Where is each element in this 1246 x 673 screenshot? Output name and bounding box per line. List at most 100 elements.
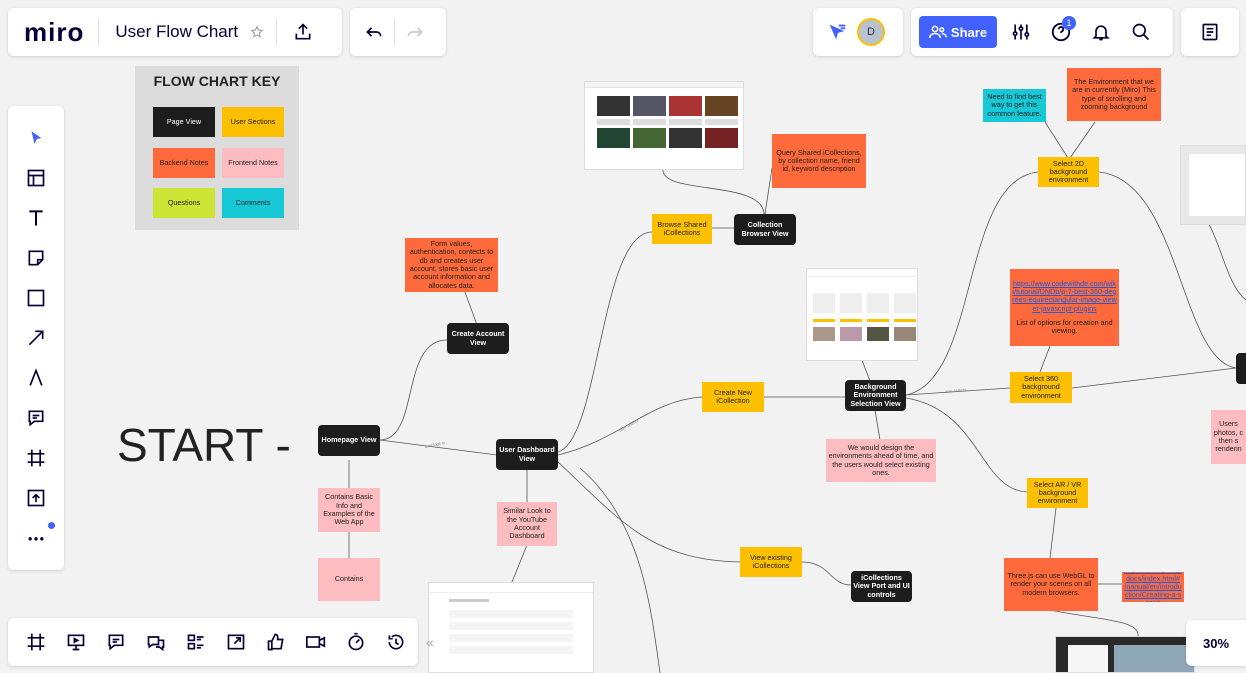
more-icon[interactable] xyxy=(16,518,56,558)
threejs-link[interactable]: https://threejs.org/docs/index.html#manu… xyxy=(1124,572,1182,602)
search-icon[interactable] xyxy=(1121,12,1161,52)
connector xyxy=(764,167,773,215)
360-viewer-link[interactable]: https://www.codewithdtr.com/wiki/tutoria… xyxy=(1012,278,1117,313)
need-to-find-comment[interactable]: Need to find best way to get this common… xyxy=(983,89,1046,122)
connector xyxy=(905,171,1039,396)
collection-browser-view-node[interactable]: Collection Browser View xyxy=(734,214,796,245)
create-account-view-node[interactable]: Create Account View xyxy=(447,323,509,354)
connector xyxy=(1098,171,1237,369)
contains-basic-info-note[interactable]: Contains Basic Info and Examples of the … xyxy=(318,488,380,532)
zoom-level[interactable]: 30% xyxy=(1202,635,1230,651)
video-icon[interactable] xyxy=(296,622,336,662)
header-divider xyxy=(98,20,100,44)
sticky-note-icon[interactable] xyxy=(16,238,56,278)
voting-icon[interactable] xyxy=(256,622,296,662)
follow-cursor-icon[interactable] xyxy=(817,12,857,52)
star-icon[interactable] xyxy=(248,23,266,41)
connector xyxy=(1049,609,1139,637)
similar-look-note[interactable]: Similar Look to the YouTube Account Dash… xyxy=(497,502,557,546)
connector xyxy=(464,291,478,326)
export-icon[interactable] xyxy=(283,12,323,52)
partial-page-view-node[interactable] xyxy=(1236,353,1246,384)
edge-label: user selects xyxy=(618,418,639,433)
view-existing-node[interactable]: View existing iCollections xyxy=(740,547,802,577)
youtube-grid-screenshot[interactable] xyxy=(584,81,744,170)
select-2d-node[interactable]: Select 2D background environment xyxy=(1038,157,1099,187)
avatar[interactable]: D xyxy=(857,18,885,46)
query-shared-note[interactable]: Query Shared iCollections, by collection… xyxy=(772,134,866,188)
main-actions-bar: Share 1 xyxy=(911,8,1173,56)
notes-list-icon[interactable] xyxy=(1190,12,1230,52)
zoom-control: 30% xyxy=(1186,620,1246,666)
key-user-sections[interactable]: User Sections xyxy=(222,107,284,137)
select-360-node[interactable]: Select 360 background environment xyxy=(1010,372,1072,403)
bell-icon[interactable] xyxy=(1081,12,1121,52)
create-new-icollection-node[interactable]: Create New iCollection xyxy=(702,382,764,412)
shape-icon[interactable] xyxy=(16,278,56,318)
environment-note[interactable]: The Environment that we are in currently… xyxy=(1067,68,1161,121)
share-screen-icon[interactable] xyxy=(216,622,256,662)
miro-logo[interactable]: miro xyxy=(24,17,85,47)
board-header: miro User Flow Chart xyxy=(8,8,342,56)
key-page-view[interactable]: Page View xyxy=(153,107,215,137)
360-options-note[interactable]: https://www.codewithdtr.com/wiki/tutoria… xyxy=(1010,269,1119,346)
undo-icon[interactable] xyxy=(354,12,394,52)
threejs-screenshot[interactable] xyxy=(1055,636,1195,673)
frame-icon[interactable] xyxy=(16,438,56,478)
undo-redo-bar xyxy=(350,8,446,56)
connector xyxy=(905,397,1028,493)
environment-gallery-screenshot[interactable] xyxy=(806,268,918,361)
form-values-note[interactable]: Form values, authentication, contects to… xyxy=(405,238,498,292)
contains-note[interactable]: Contains xyxy=(318,558,380,601)
start-label[interactable]: START - xyxy=(117,419,291,471)
connector xyxy=(1069,121,1096,159)
template-icon[interactable] xyxy=(16,158,56,198)
users-photos-note-partial[interactable]: Users photos, c then s renderin xyxy=(1211,410,1246,464)
select-arvr-node[interactable]: Select AR / VR background environment xyxy=(1027,478,1088,508)
key-comments[interactable]: Comments xyxy=(222,188,284,218)
threejs-link-note[interactable]: https://threejs.org/docs/index.html#manu… xyxy=(1122,572,1184,602)
collapse-toolbar-icon[interactable]: « xyxy=(426,634,434,650)
redo-icon[interactable] xyxy=(395,12,435,52)
connector xyxy=(557,396,703,456)
background-env-selection-node[interactable]: Background Environment Selection View xyxy=(845,380,906,411)
help-icon[interactable]: 1 xyxy=(1041,12,1081,52)
cards-icon[interactable] xyxy=(176,622,216,662)
user-dashboard-view-node[interactable]: User Dashboard View xyxy=(496,439,558,470)
connector xyxy=(511,544,528,583)
key-backend-notes[interactable]: Backend Notes xyxy=(153,148,215,178)
arrow-icon[interactable] xyxy=(16,318,56,358)
header-divider xyxy=(276,20,278,44)
connector xyxy=(557,461,741,563)
miro-environment-screenshot[interactable] xyxy=(1180,145,1246,225)
presentation-icon[interactable] xyxy=(56,622,96,662)
frames-icon[interactable] xyxy=(16,622,56,662)
key-title: FLOW CHART KEY xyxy=(153,73,281,89)
settings-sliders-icon[interactable] xyxy=(1001,12,1041,52)
share-button[interactable]: Share xyxy=(919,16,997,48)
timer-icon[interactable] xyxy=(336,622,376,662)
browse-shared-node[interactable]: Browse Shared iCollections xyxy=(652,214,712,244)
connector xyxy=(801,561,852,586)
connector xyxy=(874,409,881,441)
design-environments-note[interactable]: We would design the environments ahead o… xyxy=(826,439,936,482)
text-icon[interactable] xyxy=(16,198,56,238)
flow-chart-key[interactable]: FLOW CHART KEY Page View User Sections B… xyxy=(135,66,299,230)
connector xyxy=(662,169,765,215)
history-icon[interactable] xyxy=(376,622,416,662)
connector xyxy=(379,439,498,456)
comments-panel-icon[interactable] xyxy=(96,622,136,662)
comment-icon[interactable] xyxy=(16,398,56,438)
key-frontend-notes[interactable]: Frontend Notes xyxy=(222,148,284,178)
youtube-dashboard-screenshot[interactable] xyxy=(428,582,594,673)
pen-icon[interactable] xyxy=(16,358,56,398)
upload-icon[interactable] xyxy=(16,478,56,518)
chat-icon[interactable] xyxy=(136,622,176,662)
key-questions[interactable]: Questions xyxy=(153,188,215,218)
icollections-view-port-node[interactable]: iCollections View Port and UI controls xyxy=(851,571,912,602)
board-title[interactable]: User Flow Chart xyxy=(115,22,239,41)
threejs-note[interactable]: Three.js can use WebGL to render your sc… xyxy=(1004,558,1098,611)
homepage-view-node[interactable]: Homepage View xyxy=(318,425,380,456)
cursor-icon[interactable] xyxy=(16,118,56,158)
